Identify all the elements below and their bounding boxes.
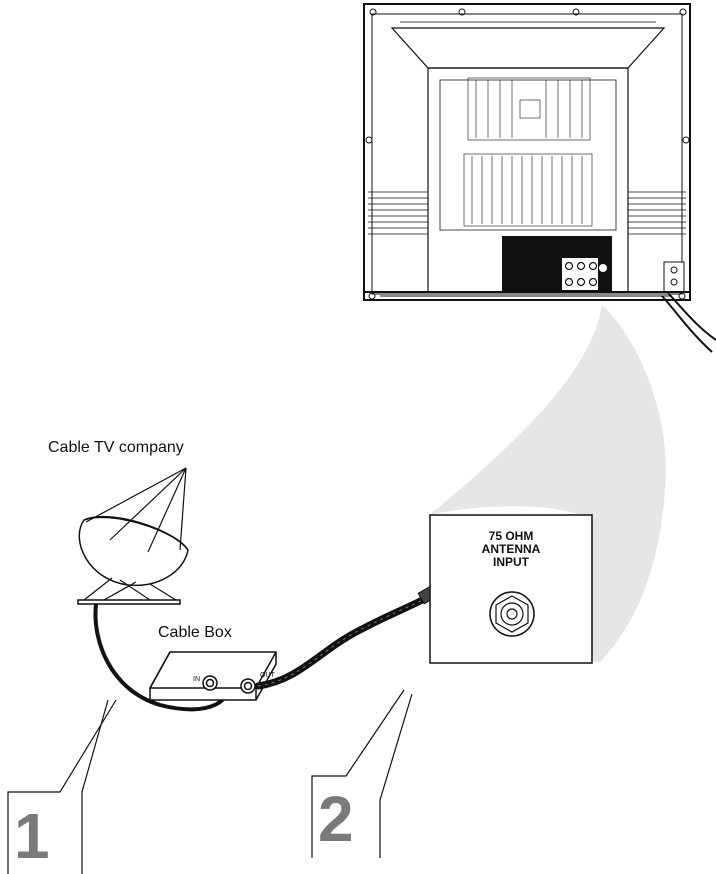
cable-2 [254,594,430,690]
cable-box-icon [148,651,277,701]
antenna-panel-line-3: INPUT [493,555,529,569]
tv-power-cord [661,292,716,353]
cable-box-label: Cable Box [158,624,232,641]
step-2-callout [311,689,413,858]
in-jack-label: IN [193,676,200,683]
antenna-input-panel [429,514,593,664]
dish-icon [77,467,189,605]
step-number-1: 1 [14,800,50,872]
cable-company-label: Cable TV company [48,439,184,456]
tv-rear-view [363,3,691,301]
antenna-panel-line-2: ANTENNA [481,542,541,556]
zoom-callout [430,305,666,662]
antenna-panel-line-1: 75 OHM [488,529,534,543]
step-1-callout [7,699,117,874]
step-number-2: 2 [318,783,354,855]
out-jack-label: OUT [260,672,275,679]
